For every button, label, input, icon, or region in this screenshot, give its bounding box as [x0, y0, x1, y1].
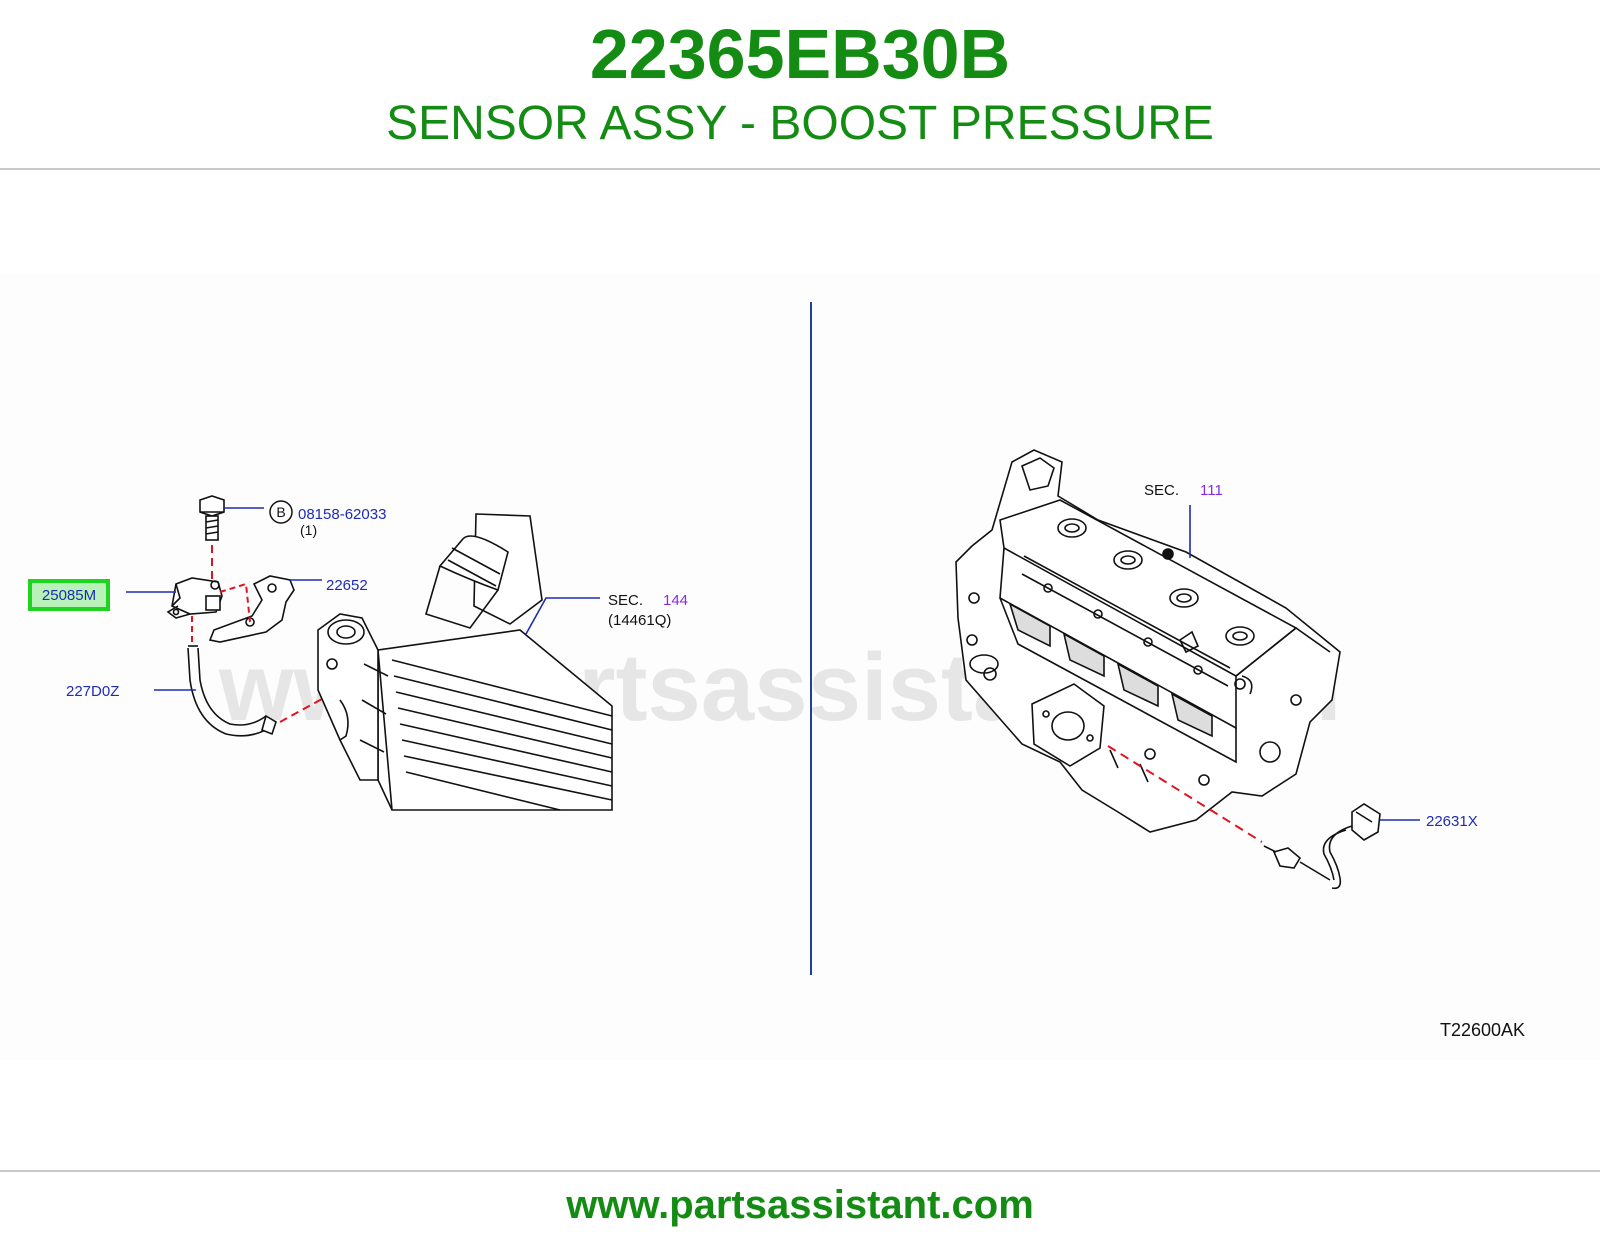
- bolt-quantity: (1): [300, 522, 317, 538]
- section-sub-ref: (14461Q): [608, 612, 671, 629]
- sensor-part-number[interactable]: 25085M: [42, 587, 96, 604]
- drawing-code: T22600AK: [1440, 1020, 1525, 1040]
- highlighted-part-callout[interactable]: 25085M: [28, 579, 110, 611]
- section-prefix-left: SEC.: [608, 592, 643, 609]
- bolt-part-number[interactable]: 08158-62033: [298, 506, 386, 523]
- hose-part-number[interactable]: 227D0Z: [66, 683, 119, 700]
- highlight-box: [28, 579, 110, 611]
- right-view: [955, 449, 1420, 890]
- bolt-icon: [199, 495, 225, 541]
- bracket-mount-dash: [219, 582, 251, 623]
- bolt-ref-letter: B: [276, 504, 285, 520]
- footer-divider: [0, 1170, 1600, 1172]
- left-view: [126, 495, 613, 811]
- boost-sensor-icon: [166, 577, 223, 619]
- parts-diagram: www.partsassistant.com: [0, 274, 1600, 1060]
- temperature-sensor-icon: [1263, 803, 1381, 890]
- section-111-callout[interactable]: SEC. 111: [1144, 482, 1223, 499]
- bracket-icon: [208, 575, 295, 643]
- footer-website-link[interactable]: www.partsassistant.com: [566, 1183, 1034, 1227]
- intercooler-icon: [317, 513, 613, 811]
- page-header: 22365EB30B SENSOR ASSY - BOOST PRESSURE: [0, 0, 1600, 168]
- section-144-callout[interactable]: SEC. 144 (14461Q): [608, 592, 688, 629]
- diagram-canvas: www.partsassistant.com: [28, 302, 1525, 1040]
- part-number-title: 22365EB30B: [589, 15, 1011, 93]
- section-prefix-right: SEC.: [1144, 482, 1179, 499]
- section-number-144[interactable]: 144: [663, 592, 688, 609]
- sensor-22631x-part-number[interactable]: 22631X: [1426, 813, 1478, 830]
- section-number-111[interactable]: 111: [1200, 482, 1223, 499]
- header-divider: [0, 168, 1600, 170]
- cylinder-head-icon: [955, 449, 1341, 833]
- part-name-subtitle: SENSOR ASSY - BOOST PRESSURE: [386, 97, 1214, 150]
- sensor-install-dash: [1107, 745, 1263, 843]
- left-leaders: [126, 507, 600, 691]
- hose-icon: [187, 645, 277, 737]
- bracket-part-number[interactable]: 22652: [326, 577, 368, 594]
- bolt-callout[interactable]: B 08158-62033 (1): [269, 500, 386, 538]
